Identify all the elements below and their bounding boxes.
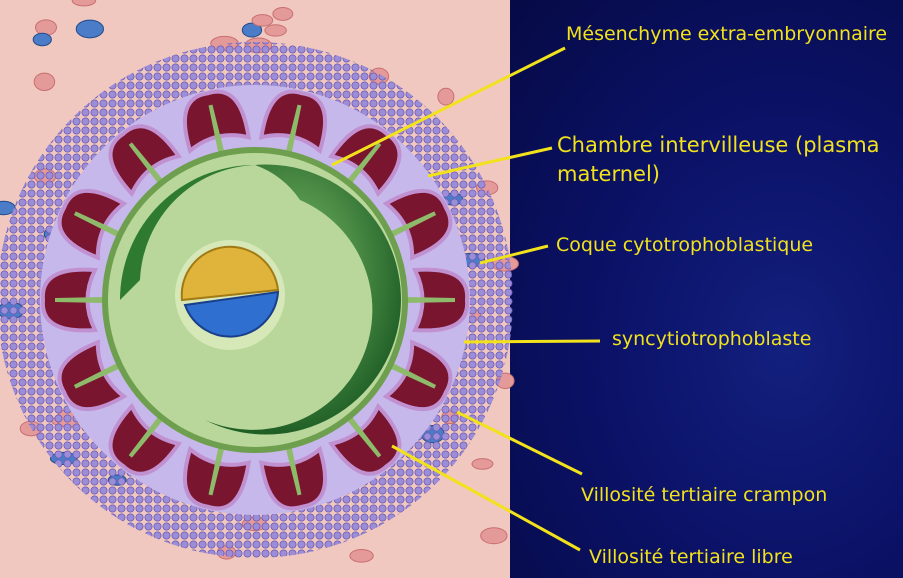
villus [57, 339, 128, 412]
label-chambre-line2: maternel) [557, 162, 661, 186]
label-arrows [331, 46, 601, 552]
maternal-cell [71, 0, 97, 7]
arrow-crampon [456, 410, 583, 476]
arrow-libre [391, 444, 581, 552]
maternal-cell [251, 14, 274, 27]
villus [108, 402, 183, 476]
villus [327, 124, 402, 198]
maternal-cell [437, 87, 455, 106]
arrow-mesenchyme [331, 46, 566, 167]
label-coque: Coque cytotrophoblastique [556, 234, 814, 256]
villus [182, 89, 252, 155]
chorionic-cavity [205, 164, 401, 435]
villus [258, 89, 328, 155]
villus [57, 188, 128, 261]
maternal-cell [241, 22, 263, 38]
villus [258, 445, 328, 511]
maternal-cell [264, 24, 287, 37]
label-chambre-line1: Chambre intervilleuse (plasma [557, 133, 880, 157]
chorionic-cavity-edge [120, 165, 255, 300]
maternal-cell [272, 6, 294, 21]
maternal-cell [471, 458, 494, 470]
villus [182, 445, 252, 511]
label-libre: Villosité tertiaire libre [589, 546, 793, 568]
villus [405, 267, 470, 333]
yolk-sac [180, 245, 280, 302]
label-crampon: Villosité tertiaire crampon [581, 484, 828, 506]
villus [327, 402, 402, 476]
maternal-cell [75, 19, 104, 39]
arrow-syncytio [463, 339, 601, 344]
slide-background [508, 0, 903, 578]
villi [40, 89, 470, 511]
maternal-cell [32, 32, 52, 47]
maternal-cell [480, 527, 508, 545]
maternal-cell [33, 72, 56, 91]
villus [382, 188, 453, 261]
villus [108, 124, 183, 198]
villus [382, 339, 453, 412]
label-mesenchyme: Mésenchyme extra-embryonnaire [566, 23, 888, 45]
arrow-chambre [427, 146, 553, 178]
label-syncytio: syncytiotrophoblaste [612, 328, 812, 350]
maternal-cell [35, 19, 57, 36]
amniotic-cavity [183, 290, 280, 338]
maternal-cell [349, 549, 374, 563]
villus [40, 267, 105, 333]
arrow-coque [479, 244, 549, 265]
